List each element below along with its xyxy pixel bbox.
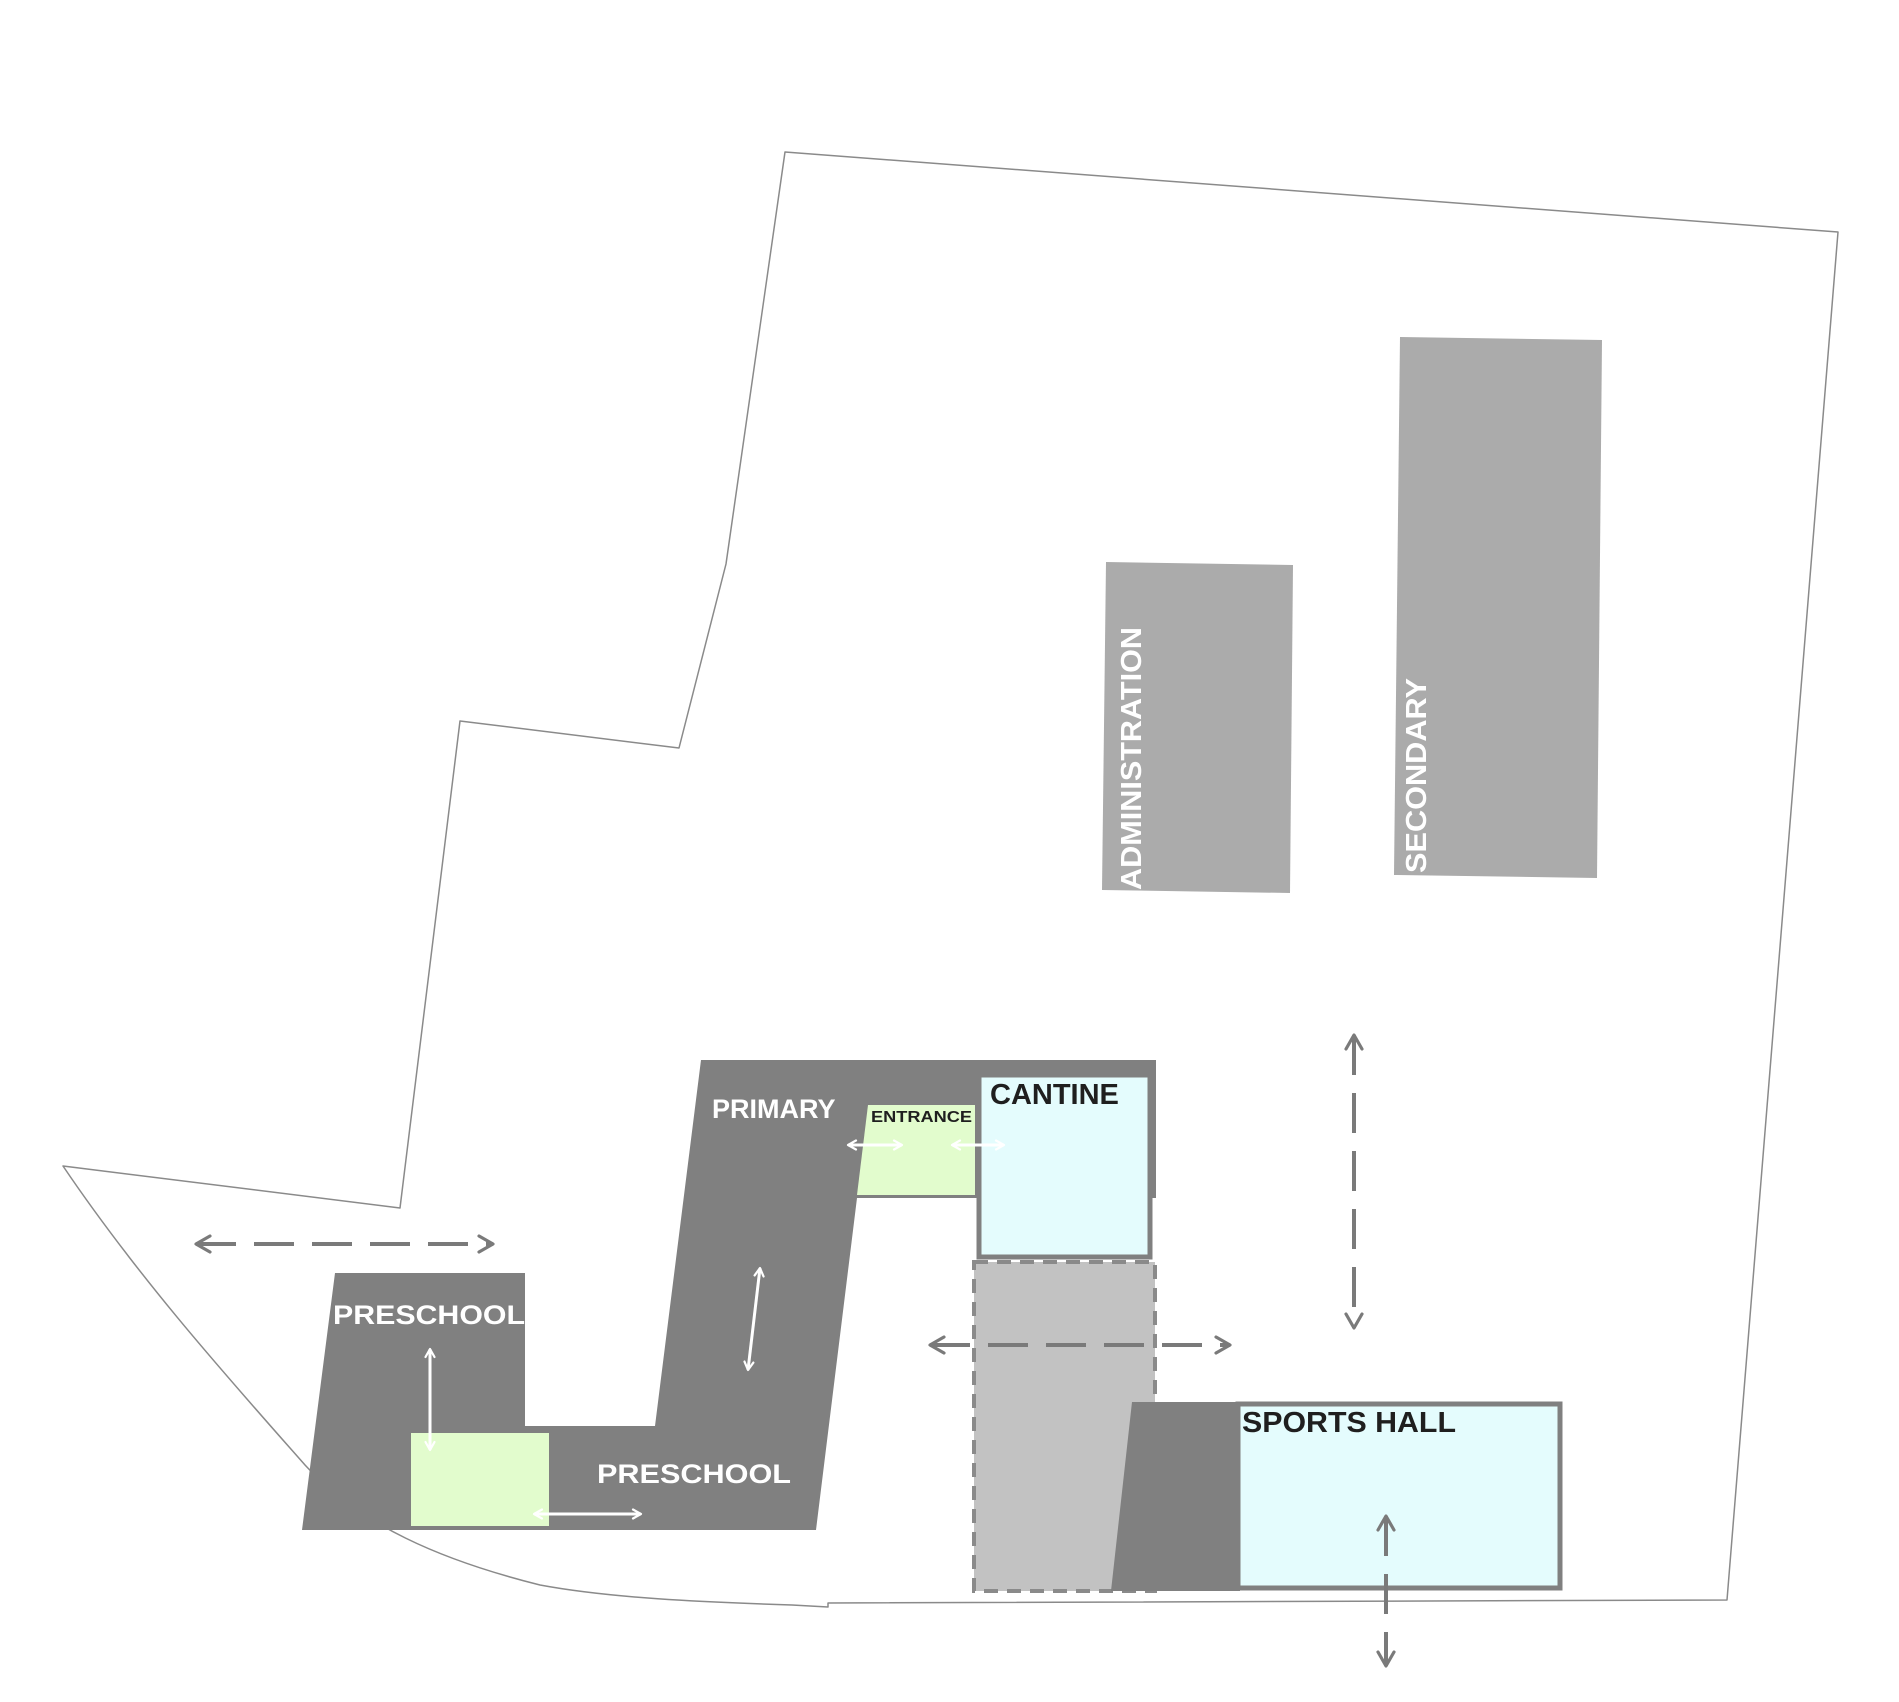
entrance-label: ENTRANCE bbox=[871, 1109, 972, 1126]
preschool-left-label: PRESCHOOL bbox=[333, 1300, 525, 1330]
secondary-label: SECONDARY bbox=[1401, 678, 1433, 873]
administration-building bbox=[1102, 562, 1293, 893]
entrance-courtyard bbox=[857, 1105, 975, 1195]
preschool-courtyard bbox=[411, 1433, 549, 1526]
administration-label: ADMINISTRATION bbox=[1116, 627, 1148, 890]
sports-hall bbox=[1235, 1401, 1563, 1591]
preschool-bottom-label: PRESCHOOL bbox=[597, 1459, 791, 1489]
double-arrow-icon bbox=[743, 1266, 765, 1372]
primary-label: PRIMARY bbox=[712, 1094, 836, 1124]
sports-hall-label: SPORTS HALL bbox=[1242, 1407, 1456, 1439]
cantine-building bbox=[976, 1072, 1153, 1260]
secondary-building bbox=[1394, 337, 1602, 878]
sports-hall-service-block bbox=[1111, 1402, 1240, 1591]
cantine-label: CANTINE bbox=[990, 1079, 1119, 1111]
